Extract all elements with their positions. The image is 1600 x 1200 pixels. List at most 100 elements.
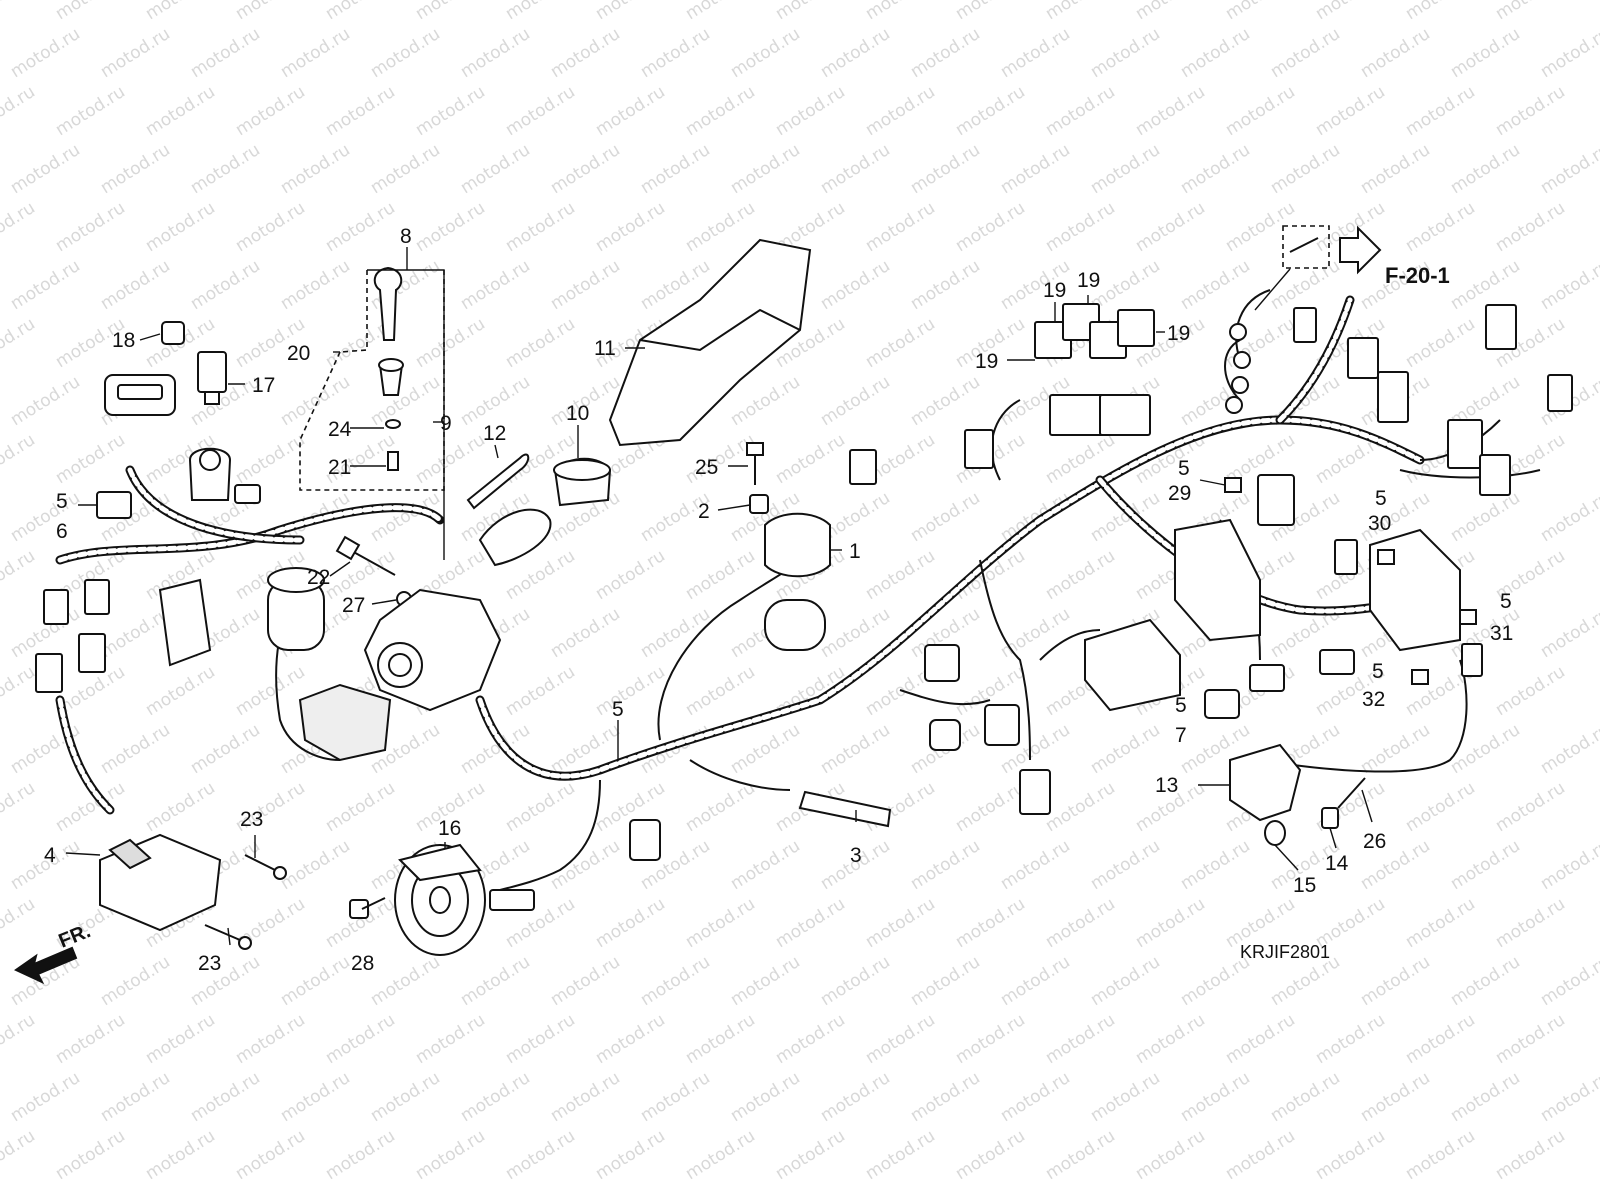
label-19: 19 [1043, 279, 1066, 302]
part-4-control-unit [99, 833, 222, 932]
part-13-module [1229, 743, 1302, 822]
watermark-text: motod.ru [457, 1068, 534, 1126]
main-wire-harness [55, 295, 1445, 815]
watermark-text: motod.ru [547, 1068, 624, 1126]
watermark-text: motod.ru [412, 430, 489, 488]
watermark-text: motod.ru [97, 952, 174, 1010]
watermark-text: motod.ru [7, 256, 84, 314]
watermark-text: motod.ru [52, 1010, 129, 1068]
watermark-text: motod.ru [1492, 1126, 1569, 1184]
watermark-text: motod.ru [142, 82, 219, 140]
watermark-text: motod.ru [727, 952, 804, 1010]
watermark-text: motod.ru [0, 1126, 39, 1184]
part-8-key-set [373, 266, 404, 471]
watermark-text: motod.ru [997, 836, 1074, 894]
watermark-text: motod.ru [997, 952, 1074, 1010]
part-10-cover [553, 457, 612, 507]
watermark-text: motod.ru [772, 0, 849, 24]
diagram-code: KRJIF2801 [1240, 942, 1330, 962]
watermark-text: motod.ru [907, 488, 984, 546]
watermark-text: motod.ru [1492, 1010, 1569, 1068]
watermark-text: motod.ru [1042, 778, 1119, 836]
watermark-text: motod.ru [97, 1068, 174, 1126]
watermark-text: motod.ru [0, 1010, 39, 1068]
watermark-text: motod.ru [412, 82, 489, 140]
watermark-text: motod.ru [1132, 82, 1209, 140]
watermark-text: motod.ru [952, 1010, 1029, 1068]
label-4: 4 [44, 844, 56, 867]
watermark-text: motod.ru [952, 894, 1029, 952]
watermark-text: motod.ru [1537, 836, 1600, 894]
part-28-bolt [349, 897, 386, 919]
watermark-text: motod.ru [637, 1068, 714, 1126]
part-2-nut [749, 494, 769, 514]
watermark-text: motod.ru [322, 198, 399, 256]
watermark-text: motod.ru [52, 1126, 129, 1184]
watermark-text: motod.ru [1222, 0, 1299, 24]
label-3: 3 [850, 844, 862, 867]
watermark-text: motod.ru [1042, 1126, 1119, 1184]
watermark-text: motod.ru [682, 894, 759, 952]
watermark-text: motod.ru [862, 1126, 939, 1184]
watermark-text: motod.ru [1357, 140, 1434, 198]
watermark-text: motod.ru [187, 720, 264, 778]
watermark-text: motod.ru [0, 198, 39, 256]
label-29: 29 [1168, 482, 1191, 505]
watermark-text: motod.ru [682, 82, 759, 140]
watermark-text: motod.ru [907, 836, 984, 894]
watermark-text: motod.ru [52, 82, 129, 140]
watermark-text: motod.ru [367, 140, 444, 198]
watermark-text: motod.ru [1312, 1126, 1389, 1184]
watermark-text: motod.ru [1537, 604, 1600, 662]
part-17-connector [197, 351, 227, 405]
watermark-text: motod.ru [277, 256, 354, 314]
watermark-text: motod.ru [97, 720, 174, 778]
part-23-bolt-lower [204, 924, 252, 950]
watermark-text: motod.ru [817, 372, 894, 430]
watermark-text: motod.ru [1357, 24, 1434, 82]
watermark-text: motod.ru [727, 24, 804, 82]
watermark-text: motod.ru [277, 836, 354, 894]
watermark-text: motod.ru [1087, 1068, 1164, 1126]
watermark-text: motod.ru [1132, 198, 1209, 256]
watermark-text: motod.ru [277, 24, 354, 82]
part-ignition-housing [188, 447, 261, 504]
watermark-text: motod.ru [772, 894, 849, 952]
watermark-text: motod.ru [637, 604, 714, 662]
watermark-text: motod.ru [457, 24, 534, 82]
watermark-text: motod.ru [862, 1010, 939, 1068]
watermark-text: motod.ru [1087, 836, 1164, 894]
watermark-text: motod.ru [502, 0, 579, 24]
watermark-text: motod.ru [457, 256, 534, 314]
watermark-text: motod.ru [952, 0, 1029, 24]
part-fuses [1224, 477, 1483, 685]
watermark-text: motod.ru [232, 1126, 309, 1184]
watermark-text: motod.ru [862, 546, 939, 604]
watermark-text: motod.ru [277, 140, 354, 198]
part-11-harness-cover [608, 238, 812, 447]
label-10: 10 [566, 402, 589, 425]
part-16-horn [394, 843, 486, 956]
label-20: 20 [287, 342, 310, 365]
watermark-text: motod.ru [1177, 256, 1254, 314]
part-22-bolt [335, 535, 396, 576]
watermark-text: motod.ru [232, 198, 309, 256]
part-3-connector-lead [798, 790, 892, 828]
label-13: 13 [1155, 774, 1178, 797]
leader-lines [65, 247, 1373, 946]
watermark-text: motod.ru [142, 778, 219, 836]
watermark-text: motod.ru [862, 894, 939, 952]
watermark-text: motod.ru [502, 662, 579, 720]
watermark-text: motod.ru [1312, 1010, 1389, 1068]
watermark-text: motod.ru [727, 140, 804, 198]
watermark-text: motod.ru [1042, 546, 1119, 604]
watermark-text: motod.ru [592, 894, 669, 952]
watermark-text: motod.ru [682, 662, 759, 720]
watermark-text: motod.ru [0, 894, 39, 952]
watermark-text: motod.ru [772, 82, 849, 140]
watermark-text: motod.ru [1132, 1010, 1209, 1068]
watermark-text: motod.ru [952, 1126, 1029, 1184]
label-8: 8 [400, 225, 412, 248]
